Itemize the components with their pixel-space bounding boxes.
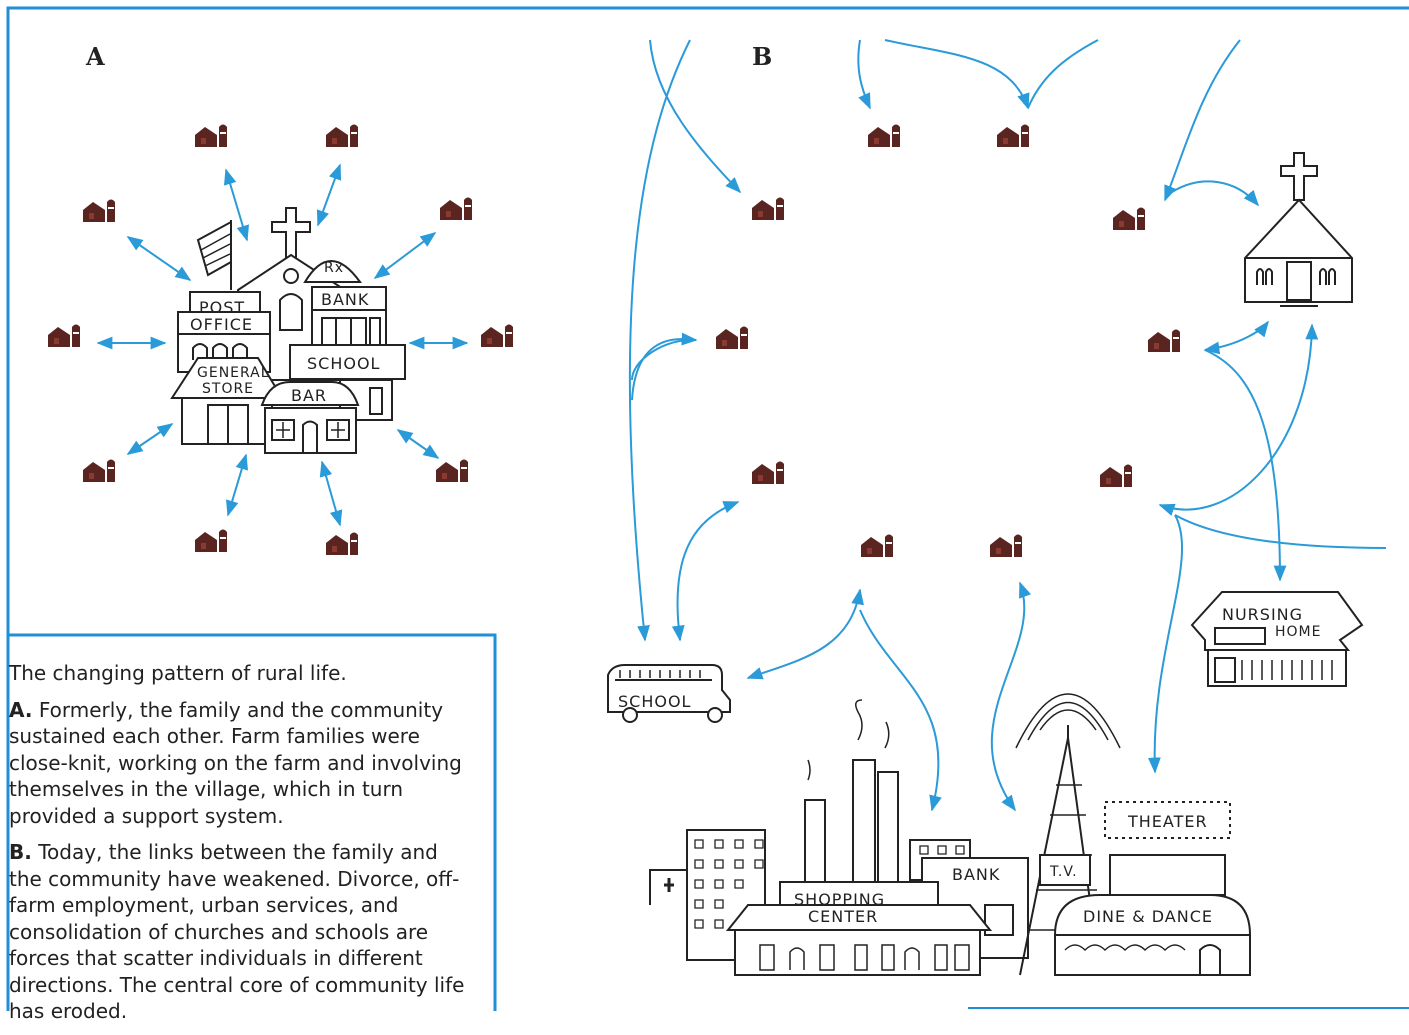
church-icon <box>1245 153 1352 306</box>
dine-dance-label: DINE & DANCE <box>1083 907 1213 926</box>
farmhouse-icon <box>716 327 748 350</box>
smokestack <box>805 800 825 890</box>
panel-b-farms <box>716 125 1180 558</box>
caption-b: B. Today, the links between the family a… <box>9 839 469 1025</box>
farmhouse-icon <box>861 535 893 558</box>
farmhouse-icon <box>195 530 227 553</box>
smokestack <box>878 772 898 890</box>
bank-label: BANK <box>321 290 369 309</box>
bank-b-label: BANK <box>952 865 1000 884</box>
caption-title: The changing pattern of rural life. <box>9 660 469 687</box>
caption-a-label: A. <box>9 698 32 722</box>
school-bus-label: SCHOOL <box>618 692 691 711</box>
farmhouse-icon <box>752 198 784 221</box>
farmhouse-icon <box>997 125 1029 148</box>
farmhouse-icon <box>1100 465 1132 488</box>
general-store-label-1: GENERAL <box>197 365 270 381</box>
nursing-label: NURSING <box>1222 605 1303 624</box>
farmhouse-icon <box>436 460 468 483</box>
caption-a: A. Formerly, the family and the communit… <box>9 697 469 830</box>
post-office-label-2: OFFICE <box>190 315 253 334</box>
farmhouse-icon <box>481 325 513 348</box>
caption-a-text: Formerly, the family and the community s… <box>9 698 462 828</box>
school-label: SCHOOL <box>307 354 380 373</box>
general-store-label-2: STORE <box>202 381 254 397</box>
farmhouse-icon <box>1148 330 1180 353</box>
theater-label: THEATER <box>1127 812 1208 831</box>
panel-a-letter: A <box>85 42 105 71</box>
farmhouse-icon <box>326 125 358 148</box>
center-label: CENTER <box>808 907 878 926</box>
farmhouse-icon <box>326 533 358 556</box>
smokestack <box>853 760 875 890</box>
bar-label: BAR <box>291 386 327 405</box>
church-cross-icon <box>272 208 310 258</box>
tv-label: T.V. <box>1049 864 1078 880</box>
farmhouse-icon <box>195 125 227 148</box>
caption-b-label: B. <box>9 840 32 864</box>
farmhouse-icon <box>990 535 1022 558</box>
hospital-cross-icon <box>664 878 674 892</box>
panel-b-letter: B <box>752 42 772 71</box>
farmhouse-icon <box>868 125 900 148</box>
caption-b-text: Today, the links between the family and … <box>9 840 464 1023</box>
farmhouse-icon <box>83 460 115 483</box>
home-label: HOME <box>1275 624 1321 640</box>
farmhouse-icon <box>752 462 784 485</box>
farmhouse-icon <box>83 200 115 223</box>
farmhouse-icon <box>1113 208 1145 231</box>
farmhouse-icon <box>440 198 472 221</box>
town-skyline <box>650 694 1250 975</box>
panel-b-arrows <box>630 40 1386 810</box>
caption: The changing pattern of rural life. A. F… <box>9 660 469 1035</box>
pharmacy-label: Rx <box>324 260 344 276</box>
farmhouse-icon <box>48 325 80 348</box>
